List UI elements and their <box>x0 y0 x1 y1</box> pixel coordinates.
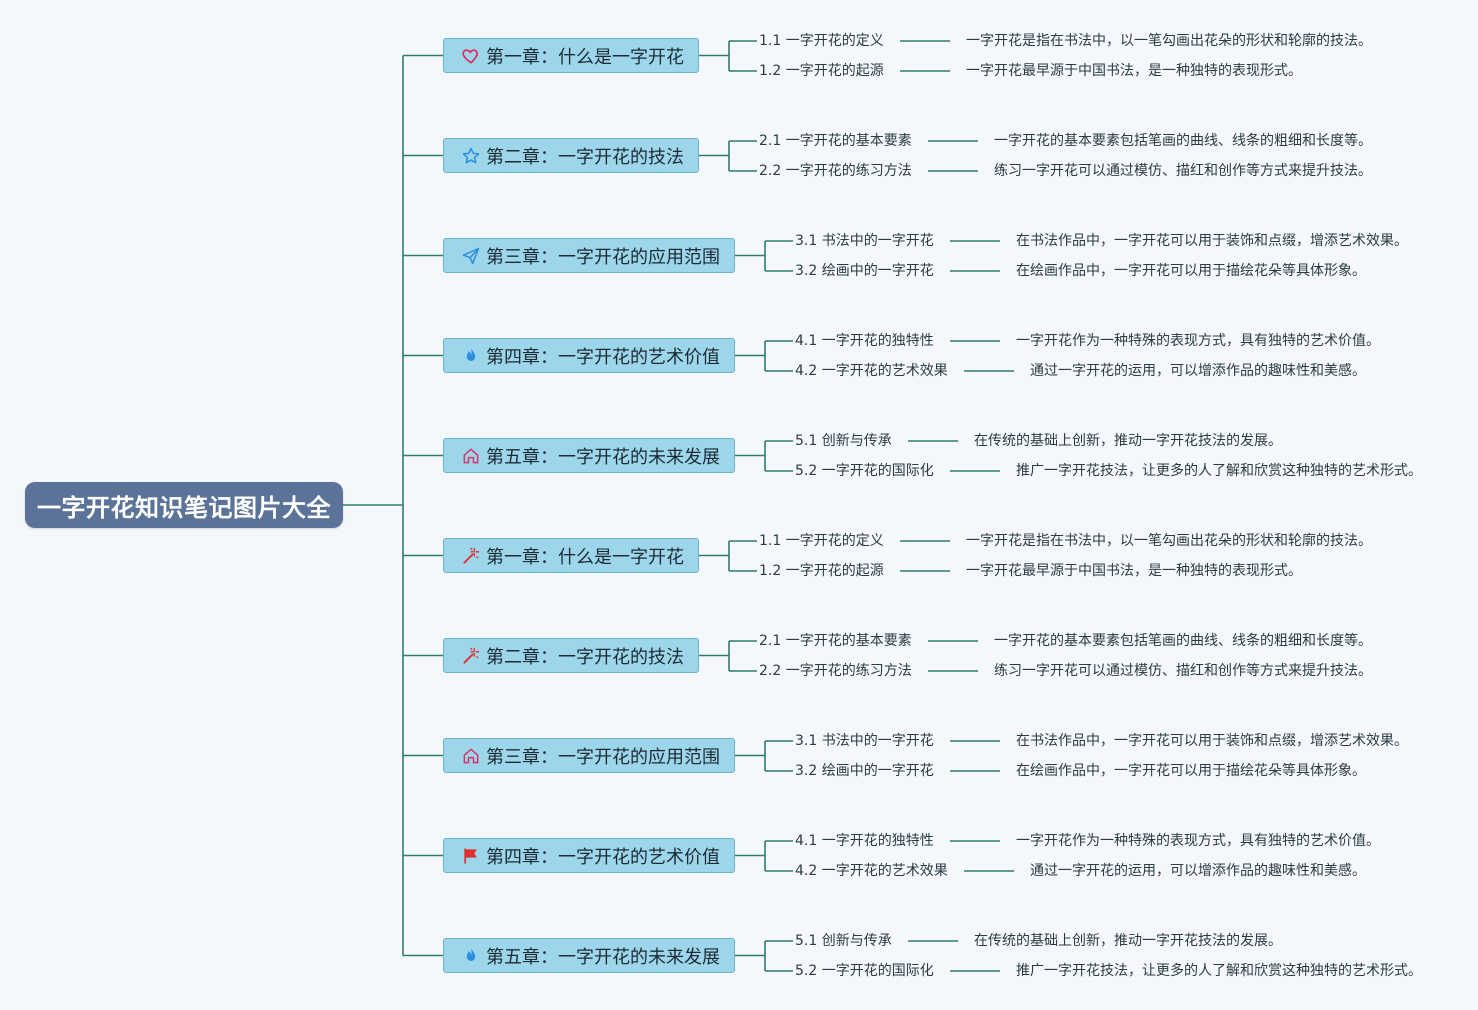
fire-icon <box>460 345 482 367</box>
chapter-node[interactable]: 第三章：一字开花的应用范围 <box>443 238 735 273</box>
chapter-node[interactable]: 第五章：一字开花的未来发展 <box>443 938 735 973</box>
sub-topic-label[interactable]: 3.1 书法中的一字开花 <box>793 732 936 750</box>
chapter-node[interactable]: 第一章：什么是一字开花 <box>443 38 699 73</box>
sub-topic-label[interactable]: 3.1 书法中的一字开花 <box>793 232 936 250</box>
flag-icon <box>460 845 482 867</box>
sub-topic-label[interactable]: 4.2 一字开花的艺术效果 <box>793 862 950 880</box>
chapter-label: 第一章：什么是一字开花 <box>486 546 684 568</box>
description-text: 推广一字开花技法，让更多的人了解和欣赏这种独特的艺术形式。 <box>1014 962 1424 980</box>
description-text: 练习一字开花可以通过模仿、描红和创作等方式来提升技法。 <box>992 162 1374 180</box>
description-text: 通过一字开花的运用，可以增添作品的趣味性和美感。 <box>1028 362 1368 380</box>
description-text: 推广一字开花技法，让更多的人了解和欣赏这种独特的艺术形式。 <box>1014 462 1424 480</box>
sub-topic-label[interactable]: 1.2 一字开花的起源 <box>757 62 886 80</box>
description-text: 在绘画作品中，一字开花可以用于描绘花朵等具体形象。 <box>1014 762 1368 780</box>
sub-topic-label[interactable]: 5.2 一字开花的国际化 <box>793 962 936 980</box>
chapter-node[interactable]: 第二章：一字开花的技法 <box>443 138 699 173</box>
sub-topic-label[interactable]: 2.1 一字开花的基本要素 <box>757 132 914 150</box>
description-text: 一字开花最早源于中国书法，是一种独特的表现形式。 <box>964 62 1304 80</box>
description-text: 通过一字开花的运用，可以增添作品的趣味性和美感。 <box>1028 862 1368 880</box>
star-icon <box>460 145 482 167</box>
sub-topic-label[interactable]: 1.1 一字开花的定义 <box>757 532 886 550</box>
sub-topic-label[interactable]: 2.2 一字开花的练习方法 <box>757 662 914 680</box>
chapter-label: 第一章：什么是一字开花 <box>486 46 684 68</box>
home-icon <box>460 745 482 767</box>
chapter-node[interactable]: 第五章：一字开花的未来发展 <box>443 438 735 473</box>
description-text: 一字开花作为一种特殊的表现方式，具有独特的艺术价值。 <box>1014 832 1382 850</box>
sub-topic-label[interactable]: 1.2 一字开花的起源 <box>757 562 886 580</box>
sub-topic-label[interactable]: 3.2 绘画中的一字开花 <box>793 762 936 780</box>
chapter-label: 第二章：一字开花的技法 <box>486 646 684 668</box>
fire-icon <box>460 945 482 967</box>
description-text: 在书法作品中，一字开花可以用于装饰和点缀，增添艺术效果。 <box>1014 732 1410 750</box>
description-text: 一字开花最早源于中国书法，是一种独特的表现形式。 <box>964 562 1304 580</box>
magic-wand-icon <box>460 545 482 567</box>
sub-topic-label[interactable]: 5.1 创新与传承 <box>793 932 894 950</box>
heart-icon <box>460 45 482 67</box>
chapter-label: 第五章：一字开花的未来发展 <box>486 946 720 968</box>
chapter-label: 第三章：一字开花的应用范围 <box>486 746 720 768</box>
description-text: 在书法作品中，一字开花可以用于装饰和点缀，增添艺术效果。 <box>1014 232 1410 250</box>
home-icon <box>460 445 482 467</box>
chapter-label: 第四章：一字开花的艺术价值 <box>486 846 720 868</box>
description-text: 在绘画作品中，一字开花可以用于描绘花朵等具体形象。 <box>1014 262 1368 280</box>
sub-topic-label[interactable]: 5.2 一字开花的国际化 <box>793 462 936 480</box>
chapter-node[interactable]: 第四章：一字开花的艺术价值 <box>443 838 735 873</box>
chapter-label: 第三章：一字开花的应用范围 <box>486 246 720 268</box>
description-text: 练习一字开花可以通过模仿、描红和创作等方式来提升技法。 <box>992 662 1374 680</box>
chapter-node[interactable]: 第四章：一字开花的艺术价值 <box>443 338 735 373</box>
chapter-label: 第四章：一字开花的艺术价值 <box>486 346 720 368</box>
sub-topic-label[interactable]: 2.1 一字开花的基本要素 <box>757 632 914 650</box>
description-text: 在传统的基础上创新，推动一字开花技法的发展。 <box>972 432 1284 450</box>
sub-topic-label[interactable]: 1.1 一字开花的定义 <box>757 32 886 50</box>
sub-topic-label[interactable]: 5.1 创新与传承 <box>793 432 894 450</box>
chapter-node[interactable]: 第三章：一字开花的应用范围 <box>443 738 735 773</box>
description-text: 一字开花的基本要素包括笔画的曲线、线条的粗细和长度等。 <box>992 632 1374 650</box>
chapter-node[interactable]: 第一章：什么是一字开花 <box>443 538 699 573</box>
sub-topic-label[interactable]: 4.1 一字开花的独特性 <box>793 332 936 350</box>
sub-topic-label[interactable]: 2.2 一字开花的练习方法 <box>757 162 914 180</box>
chapter-label: 第五章：一字开花的未来发展 <box>486 446 720 468</box>
paper-plane-icon <box>460 245 482 267</box>
magic-wand-icon <box>460 645 482 667</box>
description-text: 一字开花是指在书法中，以一笔勾画出花朵的形状和轮廓的技法。 <box>964 32 1374 50</box>
sub-topic-label[interactable]: 4.1 一字开花的独特性 <box>793 832 936 850</box>
chapter-label: 第二章：一字开花的技法 <box>486 146 684 168</box>
description-text: 一字开花的基本要素包括笔画的曲线、线条的粗细和长度等。 <box>992 132 1374 150</box>
sub-topic-label[interactable]: 4.2 一字开花的艺术效果 <box>793 362 950 380</box>
description-text: 在传统的基础上创新，推动一字开花技法的发展。 <box>972 932 1284 950</box>
description-text: 一字开花是指在书法中，以一笔勾画出花朵的形状和轮廓的技法。 <box>964 532 1374 550</box>
root-topic[interactable]: 一字开花知识笔记图片大全 <box>25 482 343 528</box>
description-text: 一字开花作为一种特殊的表现方式，具有独特的艺术价值。 <box>1014 332 1382 350</box>
chapter-node[interactable]: 第二章：一字开花的技法 <box>443 638 699 673</box>
sub-topic-label[interactable]: 3.2 绘画中的一字开花 <box>793 262 936 280</box>
